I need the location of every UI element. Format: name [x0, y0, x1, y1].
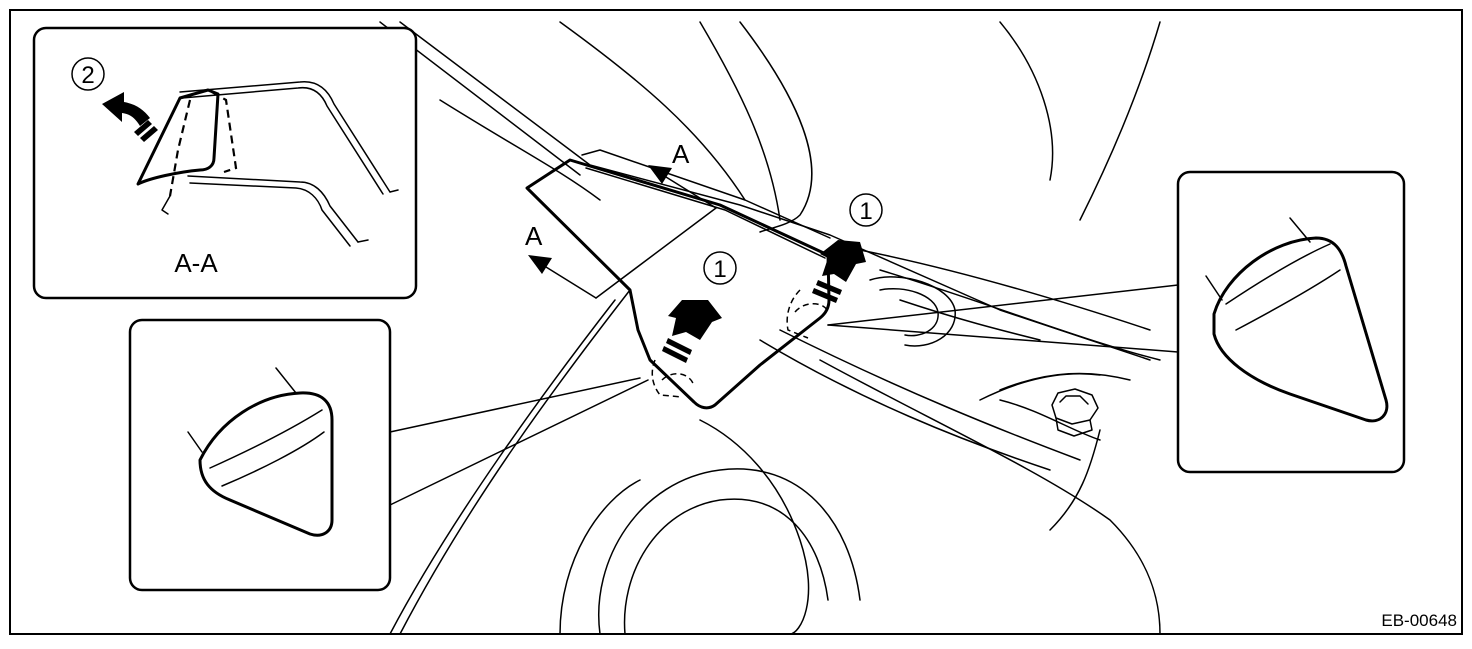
vehicle-body-lineart — [379, 21, 1161, 635]
section-label: A-A — [174, 248, 218, 278]
figure-code: EB-00648 — [1381, 611, 1457, 630]
push-arrow-icon — [812, 240, 866, 303]
clip-detail-left — [128, 318, 392, 592]
pull-arrow-icon — [102, 92, 158, 142]
section-arrow-icon — [648, 165, 717, 209]
section-view-inset: 2 A-A — [32, 26, 418, 300]
callout-2-circle — [71, 57, 105, 91]
callout-1-lower: 1 — [713, 256, 726, 283]
section-mark-upper: A — [672, 139, 690, 169]
trim-panel — [525, 149, 831, 410]
bolt — [1051, 388, 1099, 437]
callout-1-upper-circle — [849, 193, 883, 227]
section-mark-lower: A — [525, 221, 543, 251]
leader-lines — [389, 284, 1179, 506]
section-line — [595, 207, 717, 299]
callout-2: 2 — [81, 62, 94, 89]
figure-frame — [9, 9, 1463, 635]
callout-1-lower-circle — [703, 251, 737, 285]
callout-1-upper: 1 — [859, 198, 872, 225]
section-arrow-icon — [528, 255, 597, 299]
push-arrow-icon — [662, 300, 722, 363]
clip-detail-right — [1176, 170, 1406, 474]
